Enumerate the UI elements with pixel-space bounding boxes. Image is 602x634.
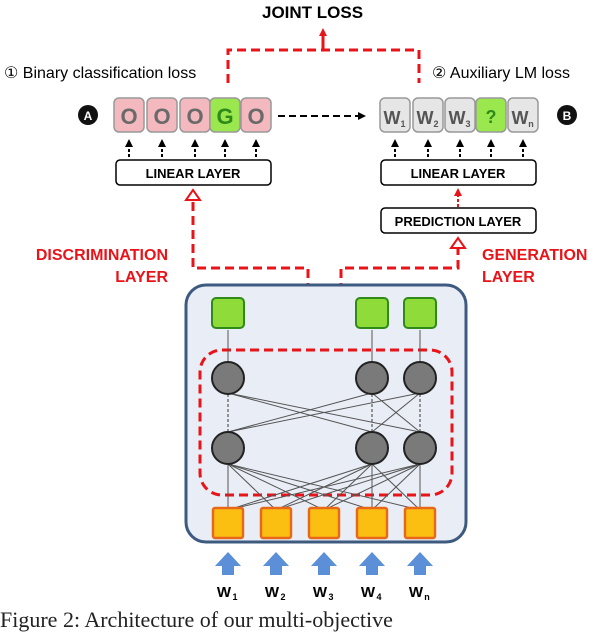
- discrimination-line-1: DISCRIMINATION: [35, 247, 168, 264]
- badge-a-text: A: [84, 109, 93, 123]
- right-token: W 2: [412, 97, 444, 133]
- input-arrow-icon: [263, 552, 289, 575]
- hidden-node: [403, 361, 437, 395]
- right-token-sub: n: [528, 119, 534, 129]
- left-token-text: O: [186, 104, 203, 129]
- input-word-sub: 4: [376, 592, 381, 602]
- input-node: [355, 506, 389, 540]
- linear-layer-left-label: LINEAR LAYER: [146, 166, 241, 181]
- generation-line-1: GENERATION: [482, 247, 588, 264]
- linear-layer-left: LINEAR LAYER: [115, 159, 272, 186]
- input-node: [259, 506, 293, 540]
- input-node: [403, 506, 437, 540]
- generation-arrowhead: [449, 236, 467, 249]
- input-arrows: [215, 552, 433, 575]
- input-word: W: [409, 584, 424, 601]
- prediction-layer: PREDICTION LAYER: [380, 207, 537, 234]
- hidden-node: [355, 431, 389, 465]
- input-node: [211, 506, 245, 540]
- hidden-nodes-upper: [211, 361, 437, 395]
- output-node: [355, 297, 389, 329]
- right-token-text: W: [512, 108, 529, 128]
- badge-a: A: [78, 105, 98, 125]
- discrimination-line-2: LAYER: [115, 269, 168, 286]
- right-token-masked: ?: [475, 97, 507, 133]
- hidden-node: [211, 431, 245, 465]
- left-token-text: O: [247, 104, 264, 129]
- output-node: [403, 297, 437, 329]
- node-connections: [227, 330, 421, 511]
- right-token-text: ?: [486, 107, 497, 127]
- input-arrow-icon: [407, 552, 433, 575]
- binary-classification-loss-label: ① Binary classification loss: [4, 65, 197, 82]
- left-token-highlight: G: [209, 97, 241, 133]
- right-token-sub: 2: [433, 119, 438, 129]
- discrimination-arrowhead: [184, 188, 202, 201]
- left-token-text: O: [120, 104, 137, 129]
- right-token-sub: 1: [400, 119, 405, 129]
- hidden-nodes-lower: [211, 431, 437, 465]
- input-word: W: [265, 584, 280, 601]
- input-arrow-icon: [359, 552, 385, 575]
- generation-line-2: LAYER: [482, 269, 535, 286]
- right-token-text: W: [417, 108, 434, 128]
- figure-caption: Figure 2: Architecture of our multi-obje…: [0, 607, 393, 632]
- right-token-text: W: [384, 108, 401, 128]
- right-token: W 1: [379, 97, 411, 133]
- left-token: O: [113, 97, 145, 133]
- input-word-sub: n: [424, 592, 430, 602]
- right-output-arrows: [391, 139, 527, 157]
- input-arrow-icon: [311, 552, 337, 575]
- hidden-node: [211, 361, 245, 395]
- input-arrow-icon: [215, 552, 241, 575]
- left-token-text: O: [153, 104, 170, 129]
- right-token-text: W: [449, 108, 466, 128]
- left-token-row: O O O G O: [113, 97, 272, 133]
- input-nodes: [211, 506, 437, 540]
- linear-layer-right-label: LINEAR LAYER: [411, 166, 506, 181]
- joint-loss-connector: [226, 28, 421, 83]
- badge-b-text: B: [563, 109, 572, 123]
- input-word-sub: 3: [328, 592, 333, 602]
- output-nodes: [211, 297, 437, 329]
- input-words: W 1 W 2 W 3 W 4 W n: [217, 584, 430, 602]
- left-token: O: [240, 97, 272, 133]
- auxiliary-lm-loss-label: ② Auxiliary LM loss: [432, 65, 570, 82]
- output-node: [211, 297, 245, 329]
- right-token-sub: 3: [465, 119, 470, 129]
- input-word: W: [217, 584, 232, 601]
- left-token-text: G: [216, 104, 233, 129]
- right-token: W 3: [444, 97, 476, 133]
- left-token: O: [146, 97, 178, 133]
- hidden-node: [355, 361, 389, 395]
- discrimination-route: [191, 198, 310, 348]
- input-word-sub: 2: [280, 592, 285, 602]
- recurrent-connections: [227, 394, 421, 432]
- joint-loss-label: JOINT LOSS: [262, 3, 364, 22]
- linear-layer-right: LINEAR LAYER: [380, 159, 537, 186]
- input-word: W: [361, 584, 376, 601]
- left-token: O: [179, 97, 211, 133]
- right-token-row: W 1 W 2 W 3 ? W n: [379, 97, 539, 133]
- left-output-arrows: [125, 139, 260, 157]
- discrimination-layer-label: DISCRIMINATION LAYER: [10, 245, 168, 289]
- input-word: W: [313, 584, 328, 601]
- input-node: [307, 506, 341, 540]
- hidden-node: [403, 431, 437, 465]
- right-token: W n: [507, 97, 539, 133]
- badge-b: B: [557, 105, 577, 125]
- prediction-layer-label: PREDICTION LAYER: [395, 214, 522, 229]
- generation-layer-label: GENERATION LAYER: [482, 245, 587, 289]
- input-word-sub: 1: [232, 592, 237, 602]
